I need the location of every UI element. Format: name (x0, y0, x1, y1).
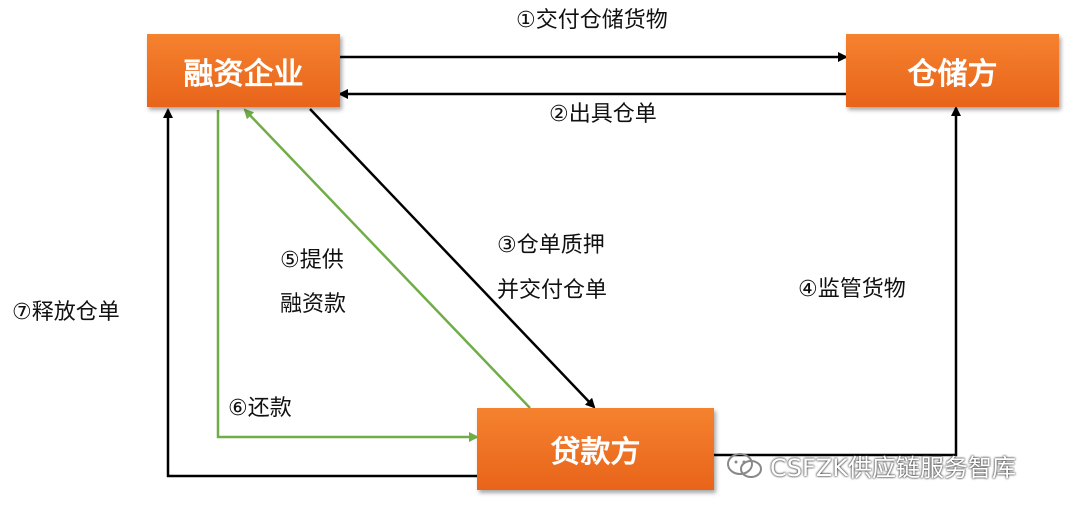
label-deliver-goods: ①交付仓储货物 (516, 8, 668, 33)
node-enterprise-label: 融资企业 (183, 56, 304, 92)
label-pledge-receipt-2: 并交付仓单 (497, 278, 608, 303)
arrow-release-receipt (163, 108, 477, 478)
node-enterprise: 融资企业 (147, 34, 340, 107)
label-pledge-receipt-1: ③仓单质押 (497, 233, 605, 258)
arrow-provide-financing (243, 108, 531, 409)
node-lender: 贷款方 (477, 408, 714, 490)
node-lender-label: 贷款方 (550, 435, 641, 470)
arrow-repayment (216, 110, 479, 442)
label-supervise-goods: ④监管货物 (798, 277, 906, 302)
node-warehouse: 仓储方 (846, 34, 1059, 107)
watermark: CSFZK供应链服务智库 (726, 448, 1016, 483)
arrow-supervise-goods (714, 106, 961, 457)
label-provide-financing-2: 融资款 (280, 292, 347, 317)
label-release-receipt: ⑦释放仓单 (12, 300, 120, 325)
watermark-text: CSFZK供应链服务智库 (770, 454, 1016, 482)
arrow-pledge-receipt (309, 108, 596, 409)
label-repayment: ⑥还款 (228, 396, 292, 421)
label-provide-financing-1: ⑤提供 (280, 248, 344, 273)
node-warehouse-label: 仓储方 (907, 56, 998, 92)
wechat-icon (727, 452, 762, 478)
label-issue-receipt: ②出具仓单 (549, 102, 657, 127)
